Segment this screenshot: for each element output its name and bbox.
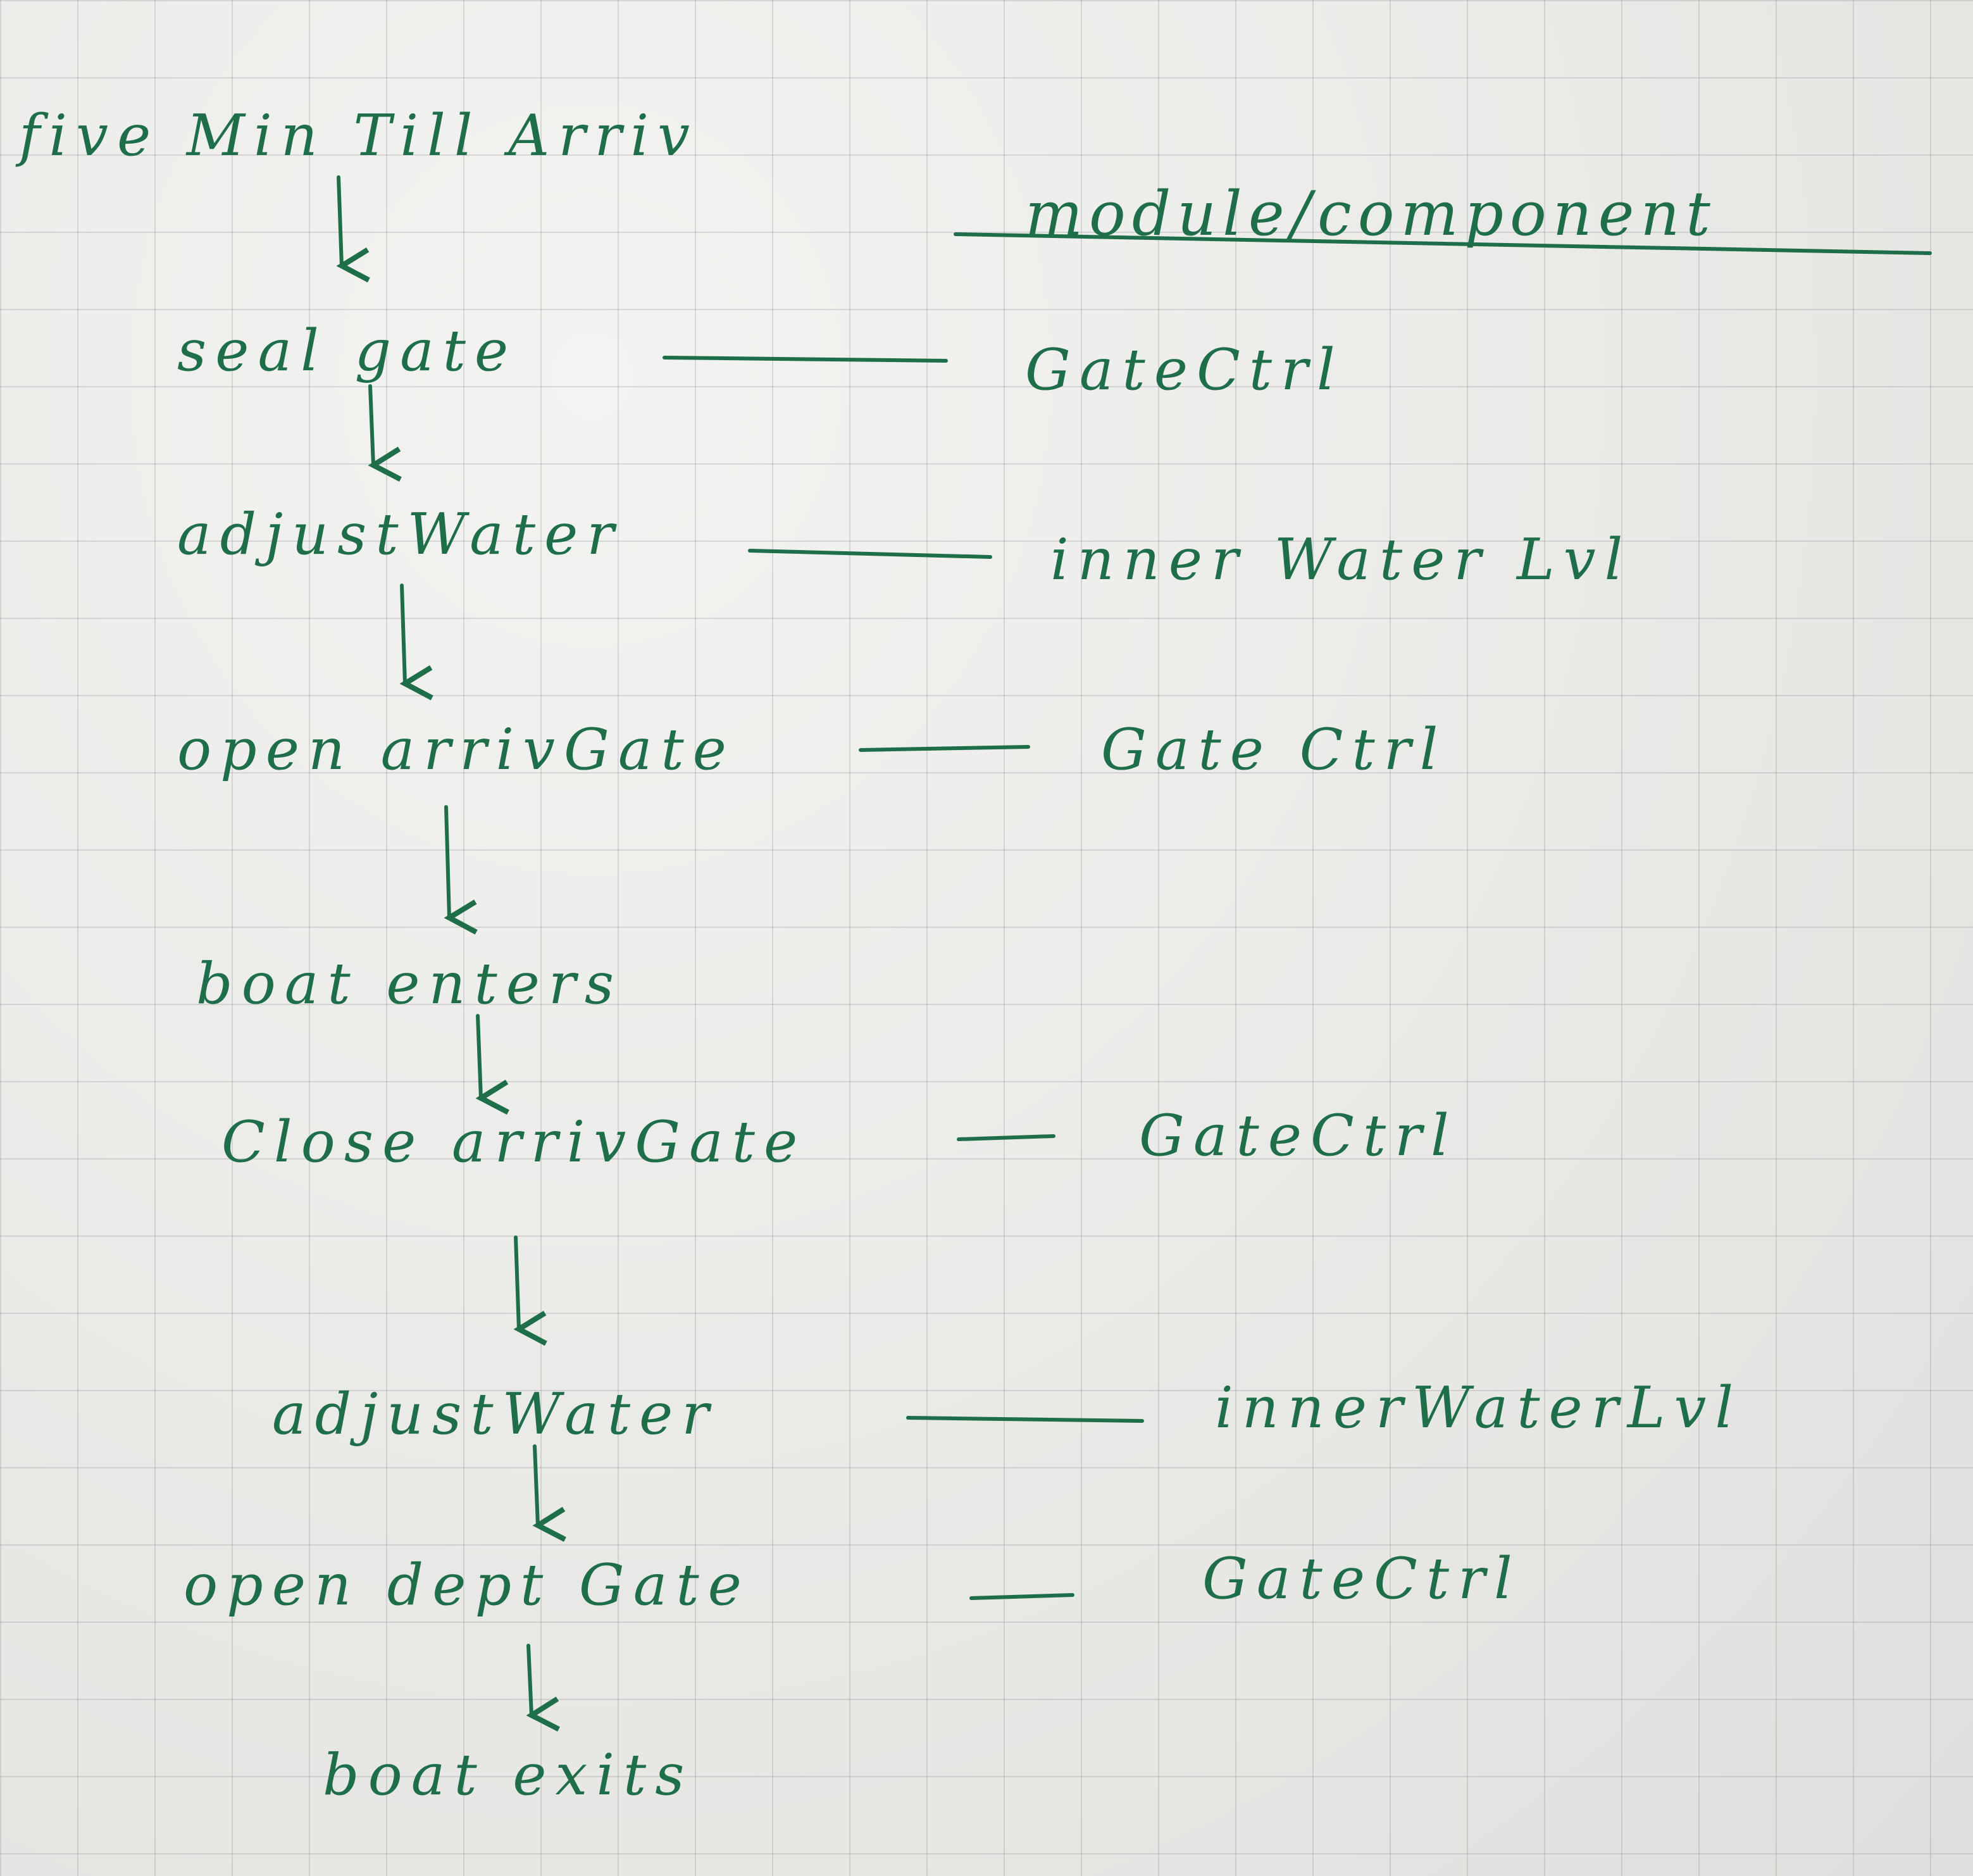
connector-adjust-water-2 <box>906 1416 1144 1423</box>
module-inner-water-lvl-2: innerWaterLvl <box>1215 1375 1743 1441</box>
step-boat-exits: boat exits <box>323 1742 694 1808</box>
step-seal-gate: seal gate <box>177 318 518 384</box>
connector-open-dept-gate <box>969 1593 1074 1600</box>
flow-arrow-8 <box>526 1644 560 1732</box>
flow-arrow-4 <box>444 805 478 935</box>
module-component-header: module/component <box>1025 178 1717 249</box>
flow-arrow-1 <box>336 175 370 283</box>
step-five-min-till-arriv: five Min Till Arriv <box>19 103 699 169</box>
step-open-dept-gate: open dept Gate <box>184 1552 750 1618</box>
module-gatectrl-3: GateCtrl <box>1139 1103 1458 1169</box>
step-adjust-water-2: adjustWater <box>272 1381 718 1448</box>
header-underline <box>954 232 1932 255</box>
step-open-arriv-gate: open arrivGate <box>177 716 735 783</box>
flow-arrow-5 <box>475 1014 509 1115</box>
step-boat-enters: boat enters <box>196 951 623 1017</box>
flow-arrow-7 <box>532 1444 566 1542</box>
module-gatectrl-1: GateCtrl <box>1025 337 1344 403</box>
module-inner-water-lvl-1: inner Water Lvl <box>1050 527 1632 593</box>
flow-arrow-2 <box>368 384 402 482</box>
flow-arrow-3 <box>399 584 433 701</box>
step-close-arriv-gate: Close arrivGate <box>221 1109 807 1175</box>
module-gatectrl-2: Gate Ctrl <box>1101 716 1447 783</box>
connector-adjust-water-1 <box>748 549 992 559</box>
connector-seal-gate <box>663 356 948 363</box>
step-adjust-water-1: adjustWater <box>177 501 623 568</box>
flow-arrow-6 <box>513 1235 547 1346</box>
connector-open-arriv-gate <box>859 745 1030 752</box>
module-gatectrl-4: GateCtrl <box>1202 1546 1521 1612</box>
connector-close-arriv-gate <box>957 1134 1055 1141</box>
